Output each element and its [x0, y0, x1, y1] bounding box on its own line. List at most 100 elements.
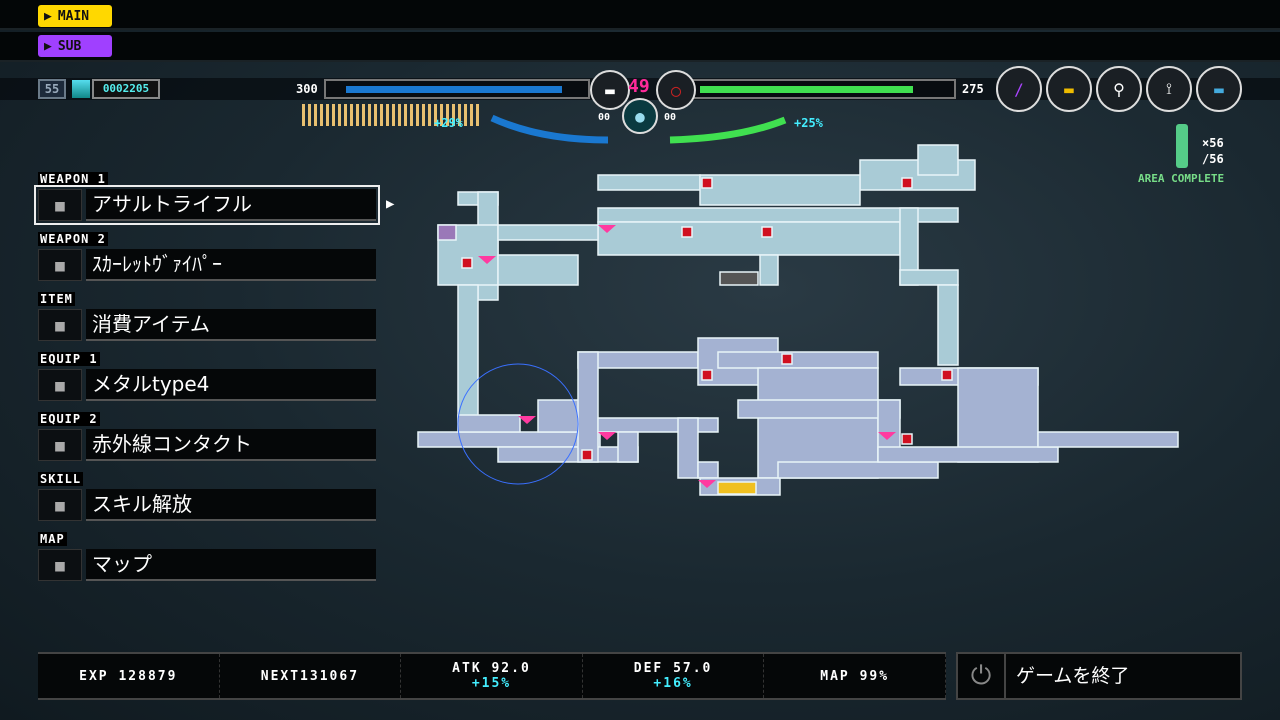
map-room [457, 414, 521, 433]
save-room-marker [701, 177, 713, 189]
map-room [597, 174, 701, 191]
battery-icon [72, 80, 90, 98]
save-room-marker [901, 177, 913, 189]
hook-icon[interactable]: ⟟ [1146, 66, 1192, 112]
boost-right: +25% [794, 116, 823, 130]
menu-item[interactable]: ■ メタルtype4 [38, 369, 376, 401]
menu-item-value: メタルtype4 [86, 369, 376, 401]
map-room [937, 284, 959, 366]
quit-game-button[interactable]: ⏻ ゲームを終了 [956, 652, 1242, 700]
hp-right-value: 275 [962, 82, 984, 96]
save-room-marker [941, 369, 953, 381]
stat-atk: ATK 92.0+15% [401, 654, 583, 698]
map-room [597, 221, 901, 256]
map-room [537, 399, 581, 433]
menu-item[interactable]: ■ アサルトライフル [34, 185, 380, 225]
flask-icon: ■ [38, 309, 82, 341]
map-room [417, 431, 601, 448]
sub-bar [0, 32, 1280, 62]
orb-icon: ● [622, 98, 658, 134]
stats-bar: EXP 128879 NEXT131067 ATK 92.0+15% DEF 5… [38, 652, 946, 700]
save-room-marker [901, 433, 913, 445]
map-room [597, 417, 719, 433]
stat-def: DEF 57.0+16% [583, 654, 765, 698]
menu-section-label: EQUIP 1 [38, 352, 100, 366]
map-room [1037, 431, 1179, 448]
map-room [577, 351, 599, 463]
map-room [497, 254, 579, 286]
map-room [877, 446, 1059, 463]
save-room-marker [581, 449, 593, 461]
save-room-marker [761, 226, 773, 238]
boost-left: +29% [434, 116, 463, 130]
card-icon[interactable]: ▬ [1046, 66, 1092, 112]
menu-section-label: WEAPON 1 [38, 172, 108, 186]
map-room [759, 254, 779, 286]
menu-section-label: EQUIP 2 [38, 412, 100, 426]
map-room [917, 144, 959, 176]
quit-label: ゲームを終了 [1016, 665, 1130, 687]
save-room-marker [681, 226, 693, 238]
save-room-marker [781, 353, 793, 365]
ammo-count: 49 [628, 76, 650, 97]
menu-section-label: ITEM [38, 292, 75, 306]
chip-icon[interactable]: ▬ [1196, 66, 1242, 112]
map-room-start [437, 224, 457, 241]
stat-top: MAP 99% [820, 668, 890, 684]
menu-section-label: WEAPON 2 [38, 232, 108, 246]
menu-item-value: 消費アイテム [86, 309, 376, 341]
player-location-circle [457, 363, 579, 485]
hp-bar [324, 79, 590, 99]
menu-item-value: マップ [86, 549, 376, 581]
map-room [617, 431, 639, 463]
stat-bonus: +16% [653, 676, 693, 691]
menu-section-label: MAP [38, 532, 67, 546]
warp-marker-icon [698, 480, 716, 488]
menu-item-value: スキル解放 [86, 489, 376, 521]
menu-item[interactable]: ■ マップ [38, 549, 376, 581]
stat-exp: EXP 128879 [38, 654, 220, 698]
stat-top: EXP 128879 [79, 668, 178, 684]
map-room [677, 417, 699, 479]
sub-count-right: 00 [664, 112, 677, 123]
map-room [899, 269, 959, 286]
map-room [497, 224, 599, 241]
menu-item[interactable]: ■ 消費アイテム [38, 309, 376, 341]
save-room-marker [461, 257, 473, 269]
collect-count: ×56 [1202, 136, 1224, 150]
warp-marker-icon [518, 416, 536, 424]
main-label: MAIN [57, 8, 90, 24]
power-icon: ⏻ [958, 654, 1006, 698]
main-weapon-tag: ▶ MAIN [38, 5, 112, 27]
knife-icon[interactable]: / [996, 66, 1042, 112]
stat-map: MAP 99% [764, 654, 946, 698]
rifle-icon: ■ [38, 189, 82, 221]
ammo-gauge [302, 104, 480, 126]
money-counter: 0002205 [92, 79, 160, 99]
menu-item[interactable]: ■ スキル解放 [38, 489, 376, 521]
key-icon[interactable]: ⚲ [1096, 66, 1142, 112]
door-arrows-marker [717, 481, 757, 495]
arm-icon: ■ [38, 489, 82, 521]
hp-left-value: 300 [296, 82, 318, 96]
menu-item[interactable]: ■ 赤外線コンタクト [38, 429, 376, 461]
map-room [497, 446, 639, 463]
warp-marker-icon [478, 256, 496, 264]
menu-item[interactable]: ■ ｽｶｰﾚｯﾄｳﾞｧｲﾊﾟｰ [38, 249, 376, 281]
stat-top: DEF 57.0 [633, 661, 713, 676]
menu-section-label: SKILL [38, 472, 84, 486]
menu-item-value: アサルトライフル [86, 189, 376, 221]
lens-icon: ■ [38, 429, 82, 461]
stat-bonus: +15% [471, 676, 512, 691]
map-room [697, 461, 719, 479]
stat-top: NEXT131067 [260, 668, 360, 684]
map-room [757, 367, 879, 479]
gun-icon: ▶ [44, 8, 52, 24]
map-room [777, 461, 939, 479]
map-room [737, 399, 901, 419]
area-complete: AREA COMPLETE [1138, 172, 1225, 185]
main-bar [0, 0, 1280, 30]
warp-marker-icon [598, 225, 616, 233]
sub-count-left: 00 [598, 112, 611, 123]
